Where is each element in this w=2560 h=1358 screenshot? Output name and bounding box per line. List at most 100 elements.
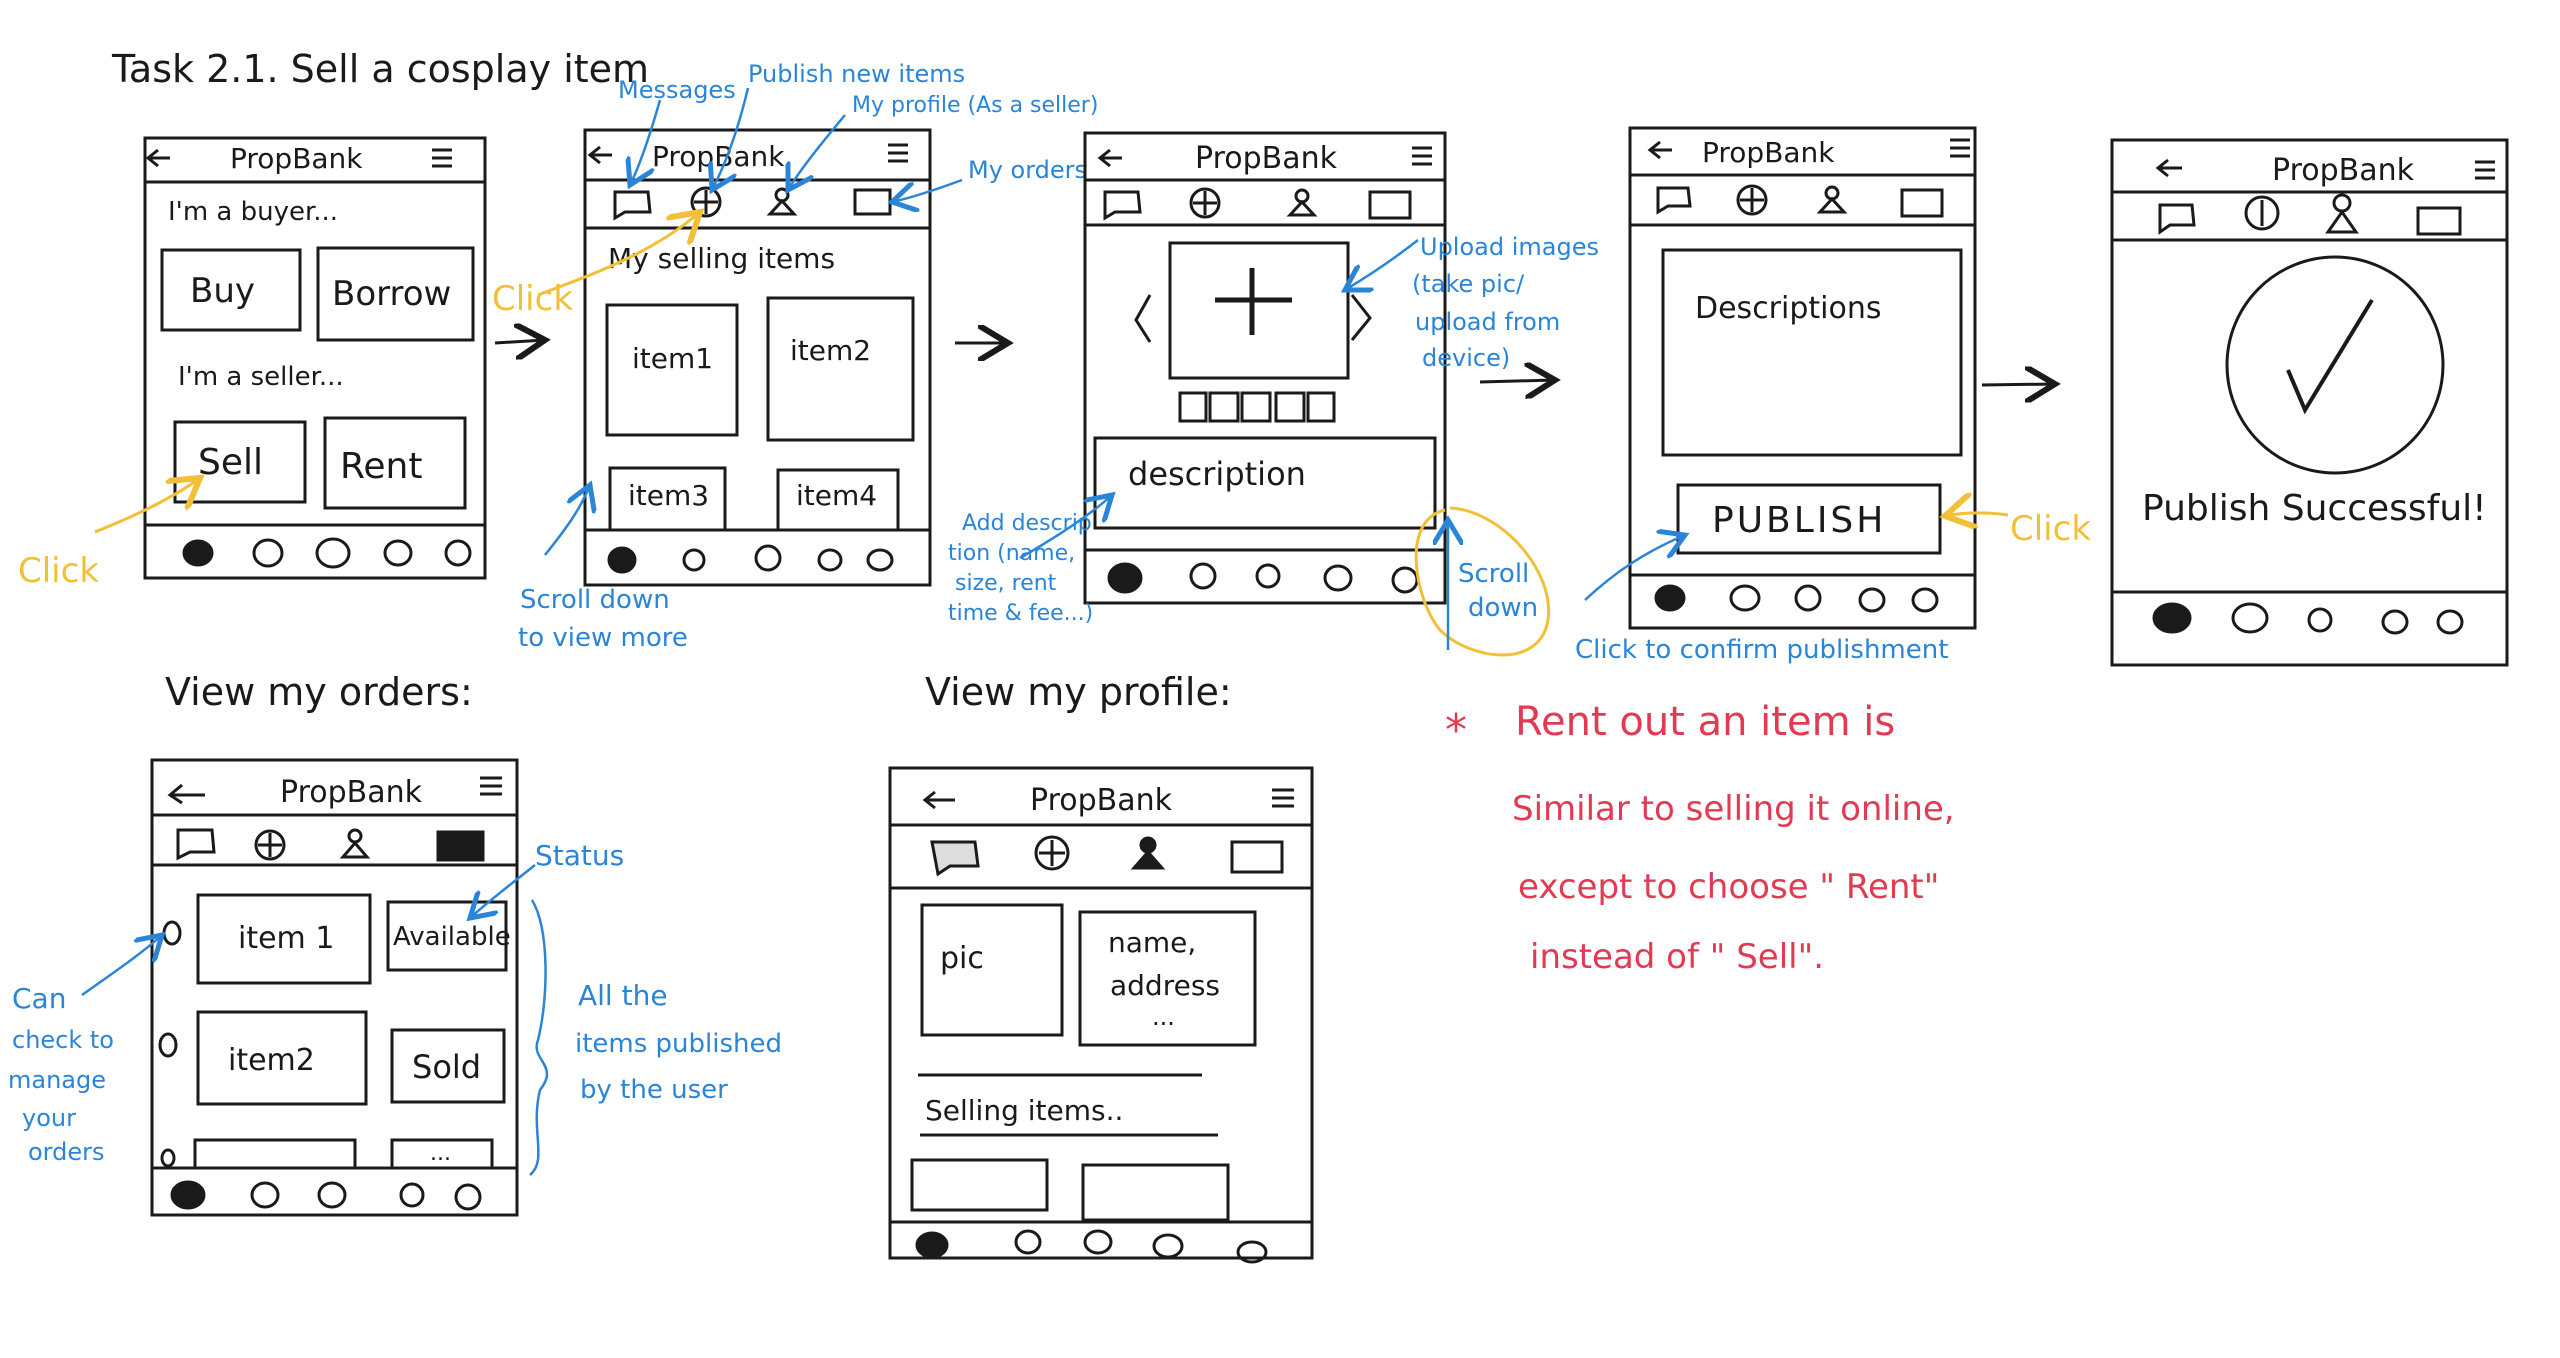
messages-icon[interactable] [1656, 186, 1692, 215]
app-title: PropBank [2272, 153, 2415, 188]
messages-icon[interactable] [176, 828, 216, 861]
menu-icon[interactable] [480, 776, 502, 796]
profile-icon[interactable] [1286, 188, 1318, 217]
task-title: Task 2.1. Sell a cosplay item [111, 47, 649, 91]
profile-more-label: ... [1152, 1003, 1175, 1031]
order-checkbox[interactable] [162, 920, 182, 946]
order-item-2-label: item2 [228, 1043, 315, 1078]
previous-image-icon[interactable] [1134, 294, 1152, 343]
profile-picture[interactable] [920, 903, 1064, 1037]
messages-icon[interactable] [930, 840, 980, 877]
menu-icon[interactable] [1412, 146, 1432, 166]
back-arrow-icon[interactable] [1647, 140, 1672, 160]
menu-icon[interactable] [2475, 160, 2495, 180]
bottom-nav[interactable] [1107, 562, 1419, 594]
add-image-plus-icon[interactable] [1215, 268, 1292, 335]
profile-icon[interactable] [1130, 836, 1166, 870]
item-card[interactable] [605, 303, 739, 437]
add-desc-annotation-1: Add descrip [962, 511, 1092, 536]
order-checkbox[interactable] [160, 1148, 176, 1168]
menu-icon[interactable] [888, 143, 908, 163]
all-items-annotation-1: All the [578, 979, 668, 1012]
order-more-label: ... [430, 1141, 451, 1166]
back-arrow-icon[interactable] [1097, 148, 1122, 168]
orders-icon[interactable] [1230, 840, 1284, 874]
image-thumbnails[interactable] [1178, 391, 1336, 423]
profile-icon[interactable] [766, 187, 798, 216]
item-card[interactable] [608, 466, 727, 532]
order-item-card[interactable] [196, 1010, 368, 1106]
publish-label: PUBLISH [1712, 500, 1886, 541]
all-items-annotation-3: by the user [580, 1075, 728, 1105]
order-status-badge [390, 1028, 506, 1104]
profile-icon[interactable] [339, 828, 371, 859]
upload-image-box[interactable] [1168, 241, 1350, 380]
screen-4-publish [1628, 126, 1977, 630]
bottom-nav[interactable] [607, 544, 894, 574]
click-publish-button-arrow [1945, 513, 2009, 516]
next-image-icon[interactable] [1350, 294, 1372, 341]
publish-icon[interactable] [2244, 195, 2280, 231]
item-card[interactable] [766, 296, 915, 442]
menu-icon[interactable] [1950, 138, 1970, 158]
click-confirm-annotation: Click to confirm publishment [1575, 635, 1948, 665]
flow-arrow-3 [1479, 380, 1555, 382]
messages-icon[interactable] [613, 190, 652, 221]
menu-icon[interactable] [432, 148, 452, 168]
success-check-circle-icon [2225, 255, 2445, 475]
profile-icon[interactable] [1816, 185, 1848, 214]
can-check-annotation-5: orders [28, 1138, 105, 1166]
click-publish-icon-arrow [537, 212, 700, 297]
publish-icon[interactable] [690, 186, 722, 218]
orders-icon[interactable] [1900, 188, 1944, 218]
can-check-annotation-4: your [22, 1104, 76, 1132]
back-arrow-icon[interactable] [145, 148, 170, 168]
publish-icon[interactable] [254, 829, 286, 861]
bottom-nav[interactable] [182, 537, 472, 569]
order-checkbox[interactable] [158, 1032, 178, 1058]
publish-icon[interactable] [1736, 184, 1768, 216]
item-card[interactable] [776, 468, 900, 532]
publish-new-items-annotation: Publish new items [748, 60, 965, 88]
click-publish-annotation: Click [2010, 509, 2091, 549]
orders-icon[interactable] [2416, 206, 2462, 236]
orders-icon[interactable] [436, 830, 485, 862]
publish-success-message: Publish Successful! [2142, 488, 2487, 529]
can-check-annotation-3: manage [8, 1066, 106, 1094]
bottom-nav[interactable] [2152, 602, 2464, 635]
orders-icon[interactable] [1368, 190, 1412, 220]
bottom-nav[interactable] [1654, 584, 1939, 613]
order-item-card[interactable] [196, 893, 372, 985]
descriptions-field[interactable] [1661, 248, 1963, 457]
can-check-annotation-2: check to [12, 1026, 114, 1054]
app-title: PropBank [280, 775, 423, 810]
profile-name-address-card [1078, 910, 1257, 1047]
selling-item-card[interactable] [910, 1158, 1049, 1212]
back-arrow-icon[interactable] [922, 790, 955, 810]
messages-icon[interactable] [2158, 203, 2196, 235]
menu-icon[interactable] [1272, 788, 1294, 808]
orders-icon[interactable] [853, 188, 892, 216]
description-label: description [1128, 455, 1306, 493]
publish-icon[interactable] [1034, 835, 1070, 871]
publish-icon[interactable] [1189, 187, 1221, 219]
bottom-nav[interactable] [170, 1180, 482, 1211]
bottom-nav[interactable] [915, 1229, 1268, 1264]
selling-items-label: Selling items.. [925, 1094, 1123, 1127]
orders-annotation-arrow [892, 178, 963, 202]
scroll-down-highlight [1414, 506, 1551, 657]
description-field[interactable] [1093, 436, 1437, 530]
back-arrow-icon[interactable] [167, 783, 205, 805]
messages-annotation-arrow [630, 99, 662, 185]
messages-icon[interactable] [1103, 190, 1142, 221]
click-sell-arrow [94, 478, 200, 534]
back-arrow-icon[interactable] [2155, 158, 2182, 178]
profile-icon[interactable] [2325, 193, 2359, 234]
sell-button[interactable] [173, 420, 307, 504]
selling-item-card[interactable] [1081, 1163, 1230, 1222]
rent-button[interactable] [323, 416, 467, 510]
back-arrow-icon[interactable] [587, 145, 612, 165]
buy-button[interactable] [160, 248, 302, 332]
borrow-button[interactable] [316, 246, 475, 342]
descriptions-label: Descriptions [1695, 291, 1882, 326]
